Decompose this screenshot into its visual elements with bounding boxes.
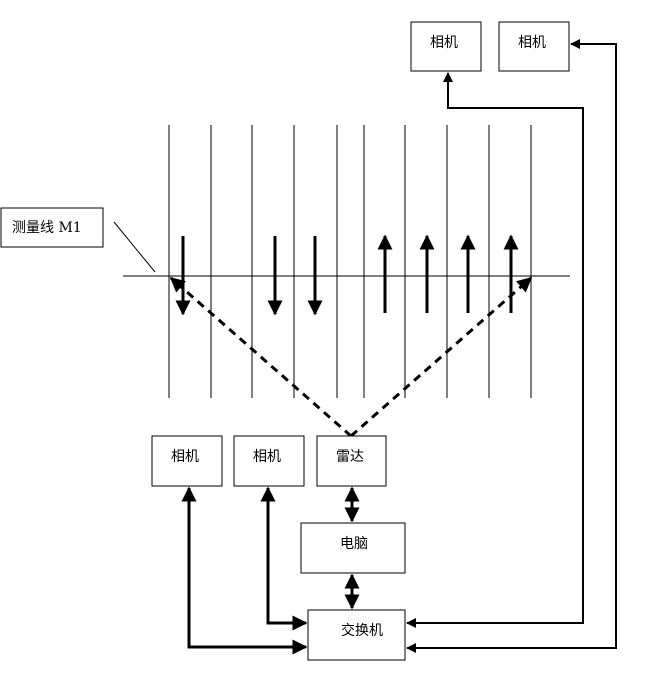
traffic-arrows	[175, 234, 519, 316]
lane-lines	[168, 125, 532, 398]
computer-box	[300, 522, 406, 574]
camera-bottom-middle-label: 相机	[253, 449, 281, 465]
measurement-label: 测量线 M1	[12, 220, 82, 236]
switch-node: 交换机	[307, 609, 406, 661]
switch-box	[307, 609, 406, 661]
radar-box	[316, 435, 387, 487]
camera-bottom-middle: 相机	[233, 435, 305, 487]
camera-top-left-label: 相机	[430, 35, 458, 51]
link-camera-bottom-middle-switch	[260, 486, 308, 631]
camera-bottom-middle-box	[233, 435, 305, 487]
computer-label: 电脑	[340, 536, 368, 552]
measurement-label-box	[0, 207, 104, 248]
camera-bottom-left-label: 相机	[171, 449, 199, 465]
camera-bottom-left-box	[151, 435, 223, 487]
computer-node: 电脑	[300, 522, 406, 574]
camera-top-right-label: 相机	[518, 35, 546, 51]
link-camera-top-left-switch	[406, 72, 584, 628]
radar-node: 雷达	[316, 435, 387, 487]
measurement-label-leader	[113, 221, 156, 273]
link-camera-top-right-switch	[406, 39, 617, 653]
camera-top-right: 相机	[498, 21, 570, 72]
link-camera-bottom-left-switch	[181, 486, 308, 655]
radar-beam-right	[350, 276, 533, 438]
camera-bottom-left: 相机	[151, 435, 223, 487]
radar-beam-left	[169, 276, 352, 438]
camera-top-left: 相机	[410, 21, 482, 72]
radar-label: 雷达	[336, 449, 364, 465]
switch-label: 交换机	[341, 622, 383, 639]
